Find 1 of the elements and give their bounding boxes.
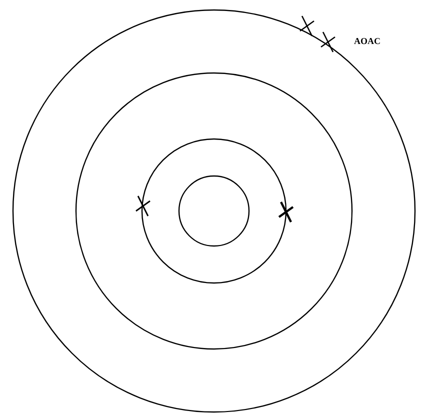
annotation-text: AOAC — [354, 36, 380, 46]
